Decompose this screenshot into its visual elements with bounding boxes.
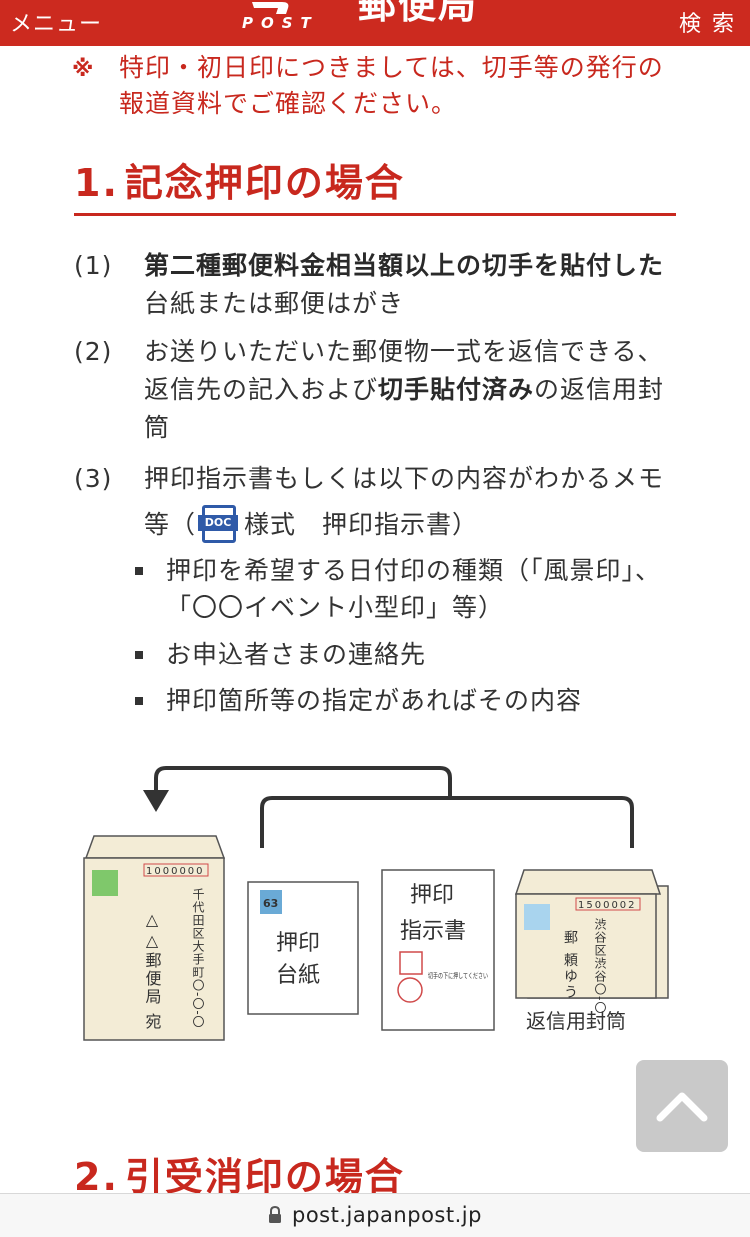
bullet-square-icon — [135, 697, 143, 705]
notice: ※ 特印・初日印につきましては、切手等の発行の報道資料でご確認ください。 — [72, 50, 672, 122]
card-label-line2: 台紙 — [276, 963, 320, 988]
item-rest-text: 台紙または郵便はがき — [144, 289, 405, 318]
item-number: (1) — [74, 251, 113, 280]
addressed-envelope: 1000000 千代田区大手町〇-〇-〇 △△郵便局 宛 — [83, 835, 226, 1041]
bullet-item-3: 押印箇所等の指定があればその内容 — [135, 682, 675, 719]
item-post-text: の返信用封筒 — [144, 375, 665, 442]
section-number: 2. — [74, 1155, 119, 1199]
instruction-note: 切手の下に押してください — [428, 971, 488, 980]
item-text: お送りいただいた郵便物一式を返信できる、返信先の記入および切手貼付済みの返信用封… — [144, 333, 674, 447]
item-line-text: 押印指示書もしくは以下の内容がわかるメモ等（ — [144, 464, 665, 539]
return-envelope: 1500002 渋谷区渋谷〇-〇 郵 頼ゆう 返信用封筒 — [514, 869, 669, 1033]
instruction-sheet: 押印 指示書 切手の下に押してください — [381, 869, 495, 1031]
section-title: 引受消印の場合 — [124, 1155, 405, 1199]
return-postcode: 1500002 — [578, 900, 637, 911]
item-bold-text: 第二種郵便料金相当額以上の切手を貼付した — [144, 251, 665, 280]
list-item-2: (2) お送りいただいた郵便物一式を返信できる、返信先の記入および切手貼付済みの… — [74, 333, 674, 447]
blue-stamp-icon — [260, 890, 282, 914]
browser-address-bar[interactable]: post.japanpost.jp — [0, 1193, 750, 1237]
doc-icon-label: DOC — [198, 515, 239, 531]
return-name: 郵 頼ゆう — [562, 930, 578, 1000]
bullet-square-icon — [135, 651, 143, 659]
chevron-up-icon — [656, 1092, 708, 1122]
return-envelope-label: 返信用封筒 — [526, 1009, 626, 1033]
stamped-card: 63 押印 台紙 — [247, 881, 359, 1015]
menu-button[interactable]: メニュー — [10, 12, 103, 37]
instruction-title-line1: 押印 — [410, 883, 454, 908]
bullet-item-2: お申込者さまの連絡先 — [135, 636, 675, 673]
section-heading-2: 2.引受消印の場合 — [74, 1152, 676, 1202]
notice-text: 特印・初日印につきましては、切手等の発行の報道資料でご確認ください。 — [119, 53, 664, 118]
item-pre-text: お送りいただいた郵便物一式を返信できる、返信先の記入および — [144, 337, 664, 404]
bullet-square-icon — [135, 567, 143, 575]
item-number: (2) — [74, 337, 113, 366]
logo-post-text: POST — [242, 14, 319, 32]
bracket-line — [260, 796, 634, 848]
bullet-text: お申込者さまの連絡先 — [166, 640, 427, 669]
section-number: 1. — [74, 161, 119, 205]
postmark-circle-icon — [397, 977, 423, 1003]
return-arrow-line — [154, 766, 452, 800]
section-title: 記念押印の場合 — [124, 161, 405, 205]
bullet-text: 押印を希望する日付印の種類（「風景印」、「〇〇イベント小型印」等） — [166, 556, 662, 622]
stamp-denomination: 63 — [263, 897, 278, 910]
envelope-addressee: △△郵便局 宛 — [143, 910, 162, 1031]
instruction-title-line2: 指示書 — [400, 919, 466, 944]
logo-title[interactable]: 郵便局 — [358, 0, 479, 27]
japan-post-logo-icon[interactable] — [248, 0, 292, 16]
card-label-line1: 押印 — [276, 931, 320, 956]
item-bold-text: 切手貼付済み — [378, 375, 535, 404]
list-item-1: (1) 第二種郵便料金相当額以上の切手を貼付した台紙または郵便はがき — [74, 247, 674, 323]
return-address: 渋谷区渋谷〇-〇 — [593, 918, 607, 1015]
site-header: メニュー POST 郵便局 検 索 — [0, 0, 750, 46]
envelope-address: 千代田区大手町〇-〇-〇 — [191, 888, 205, 1029]
arrow-head-icon — [143, 790, 169, 812]
bullet-text: 押印箇所等の指定があればその内容 — [166, 686, 583, 715]
notice-mark: ※ — [72, 57, 94, 82]
doc-file-icon[interactable]: DOC — [198, 505, 239, 543]
section-heading-1: 1.記念押印の場合 — [74, 158, 676, 216]
mailing-illustration: 1000000 千代田区大手町〇-〇-〇 △△郵便局 宛 63 押印 台紙 押印… — [83, 766, 669, 1041]
envelope-postcode: 1000000 — [146, 866, 205, 877]
item-number: (3) — [74, 464, 113, 493]
scroll-to-top-button[interactable] — [636, 1060, 728, 1152]
item-text: 第二種郵便料金相当額以上の切手を貼付した台紙または郵便はがき — [144, 247, 674, 323]
bullet-item-1: 押印を希望する日付印の種類（「風景印」、「〇〇イベント小型印」等） — [135, 552, 675, 626]
item-close-paren: ） — [452, 510, 479, 539]
green-stamp-icon — [92, 870, 118, 896]
list-item-3: (3) 押印指示書もしくは以下の内容がわかるメモ等（DOC 様式 押印指示書） — [74, 456, 674, 548]
search-button[interactable]: 検 索 — [679, 12, 736, 37]
lock-icon — [269, 1206, 281, 1223]
doc-link[interactable]: 様式 押印指示書 — [244, 510, 453, 539]
url-text[interactable]: post.japanpost.jp — [292, 1203, 482, 1227]
light-blue-stamp-icon — [524, 904, 550, 930]
item-text: 押印指示書もしくは以下の内容がわかるメモ等（DOC 様式 押印指示書） — [144, 456, 674, 548]
